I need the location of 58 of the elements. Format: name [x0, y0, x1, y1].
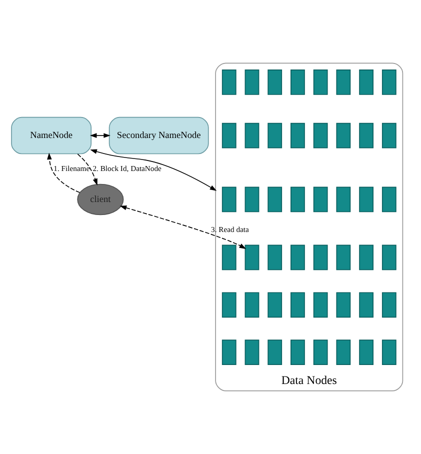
- node-box: [336, 186, 351, 212]
- node-box: [313, 122, 328, 148]
- node-box: [382, 186, 396, 212]
- node-box: [290, 292, 305, 318]
- node-box: [222, 70, 236, 95]
- node-box: [222, 122, 236, 148]
- node-box: [359, 70, 374, 95]
- node-box: [244, 122, 260, 148]
- node-box: [313, 340, 328, 366]
- node-box: [268, 122, 282, 148]
- node-box: [290, 70, 305, 95]
- node-box: [244, 70, 260, 95]
- node-box: [359, 244, 374, 270]
- node-box: [382, 122, 396, 148]
- node-box: [290, 122, 305, 148]
- arrow: [90, 133, 110, 138]
- node-box: [382, 340, 396, 366]
- node-box: [268, 186, 282, 212]
- node-box: [359, 292, 374, 318]
- node-ellipse: client: [77, 184, 124, 216]
- node-box: NameNode: [11, 116, 92, 154]
- node-box: [268, 340, 282, 366]
- node-box: [290, 340, 305, 366]
- node-box: [222, 292, 236, 318]
- edge-label: 1. Filename: [54, 164, 90, 173]
- node-box: [336, 340, 351, 366]
- node-box: [244, 292, 260, 318]
- arrow: [77, 154, 98, 186]
- arrow: [90, 149, 217, 191]
- arrow: [120, 206, 246, 249]
- node-box: [268, 292, 282, 318]
- node-box: [336, 122, 351, 148]
- node-box: [313, 244, 328, 270]
- node-box: [290, 186, 305, 212]
- node-box: [359, 186, 374, 212]
- node-box: [359, 340, 374, 366]
- node-box: [244, 244, 260, 270]
- node-box: [336, 70, 351, 95]
- arrow: [47, 152, 80, 193]
- node-box: [359, 122, 374, 148]
- node-box: [268, 70, 282, 95]
- node-box: [244, 186, 260, 212]
- node-box: [336, 244, 351, 270]
- node-box: [313, 70, 328, 95]
- node-box: [290, 244, 305, 270]
- node-box: [336, 292, 351, 318]
- node-box: [382, 292, 396, 318]
- node-box: [268, 244, 282, 270]
- node-box: Secondary NameNode: [108, 116, 209, 154]
- node-box: [222, 244, 236, 270]
- edge-label: 2. Block Id, DataNode: [92, 164, 162, 173]
- node-box: [382, 70, 396, 95]
- node-box: [313, 292, 328, 318]
- node-box: [244, 340, 260, 366]
- node-box: [222, 340, 236, 366]
- node-box: [222, 186, 236, 212]
- node-box: [382, 244, 396, 270]
- node-box: [313, 186, 328, 212]
